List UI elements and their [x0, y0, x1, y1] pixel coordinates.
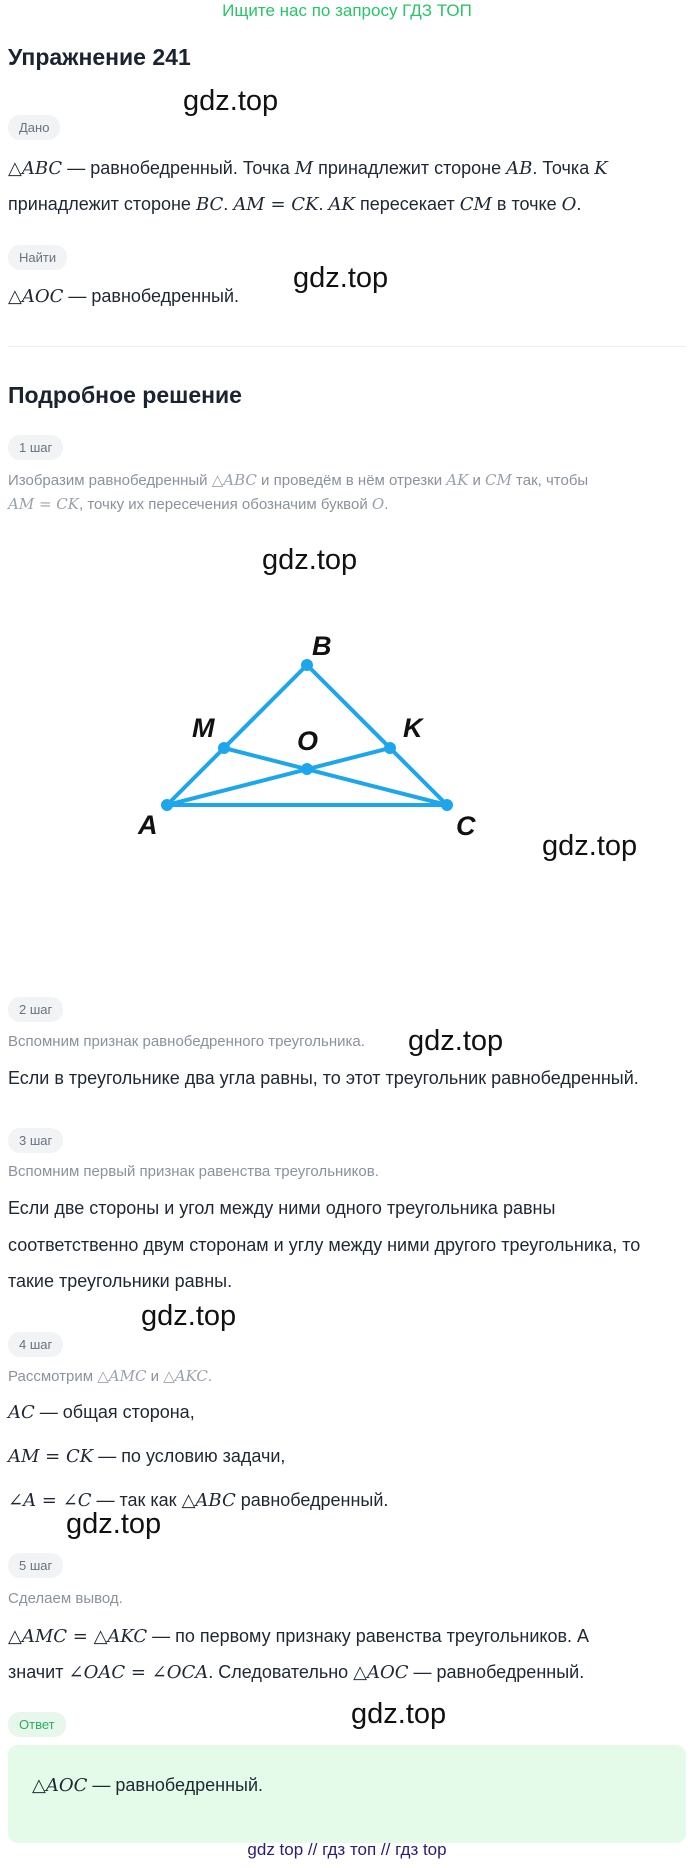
step5-tag: 5 шаг	[8, 1553, 64, 1578]
step4-line-1: AC — общая сторона,	[8, 1402, 195, 1423]
point-a	[161, 799, 173, 811]
point-m	[218, 742, 230, 754]
watermark: gdz.top	[408, 1025, 504, 1057]
step5-line-2: значит ∠OAC = ∠OCA. Следовательно △AOC —…	[8, 1662, 585, 1683]
point-c	[441, 799, 453, 811]
step2-tag: 2 шаг	[8, 997, 64, 1022]
step4-line-3: ∠A = ∠C — так как △ABC равнобедренный.	[8, 1490, 389, 1511]
exercise-title: Упражнение 241	[8, 44, 191, 70]
step2-intro: Вспомним признак равнобедренного треугол…	[8, 1033, 365, 1050]
watermark: gdz.top	[66, 1508, 162, 1540]
label-c: C	[456, 811, 476, 841]
triangle-figure: A B C M K O	[137, 631, 476, 841]
point-b	[301, 659, 313, 671]
step3-tag: 3 шаг	[8, 1128, 64, 1153]
side-bc	[305, 663, 449, 807]
step3-line-3: такие треугольники равны.	[8, 1271, 233, 1291]
watermark: gdz.top	[262, 544, 358, 576]
given-line-2: принадлежит стороне BC. AM = CK. AK пере…	[8, 194, 582, 215]
find-tag: Найти	[8, 245, 68, 270]
step3-line-1: Если две стороны и угол между ними одног…	[8, 1198, 556, 1218]
label-o: O	[297, 726, 318, 756]
step2-text: Если в треугольнике два угла равны, то э…	[8, 1068, 639, 1088]
answer-text: △AOC — равнобедренный.	[32, 1775, 264, 1796]
answer-tag: Ответ	[8, 1712, 66, 1737]
find-text: △AOC — равнобедренный.	[8, 286, 240, 307]
step5-intro: Сделаем вывод.	[8, 1590, 123, 1607]
given-tag: Дано	[8, 115, 61, 140]
side-ab	[165, 663, 309, 807]
step5-line-1: △AMC = △AKC — по первому признаку равенс…	[8, 1626, 590, 1647]
step1-tag: 1 шаг	[8, 435, 64, 460]
step3-intro: Вспомним первый признак равенства треуго…	[8, 1163, 379, 1180]
point-k	[384, 742, 396, 754]
watermark: gdz.top	[293, 262, 389, 294]
answer-box	[8, 1745, 686, 1843]
footer-links[interactable]: gdz top // гдз топ // гдз top	[247, 1840, 447, 1859]
given-line-1: △ABC — равнобедренный. Точка M принадлеж…	[8, 158, 608, 179]
watermark: gdz.top	[141, 1300, 237, 1332]
step1-line-1: Изобразим равнобедренный △ABC и проведём…	[8, 471, 589, 489]
point-o	[301, 763, 313, 775]
search-banner[interactable]: Ищите нас по запросу ГДЗ ТОП	[222, 1, 472, 20]
watermark: gdz.top	[351, 1698, 447, 1730]
label-b: B	[312, 631, 332, 661]
step1-line-2: AM = CK, точку их пересечения обозначим …	[8, 495, 389, 513]
label-m: M	[192, 713, 215, 743]
label-k: K	[403, 713, 425, 743]
segment-cm	[222, 746, 449, 807]
step4-line-2: AM = CK — по условию задачи,	[8, 1446, 286, 1467]
step4-intro: Рассмотрим △AMC и △AKC.	[8, 1367, 213, 1385]
segment-ak	[165, 746, 392, 807]
label-a: A	[137, 810, 158, 840]
watermark: gdz.top	[542, 830, 638, 862]
solution-title: Подробное решение	[8, 382, 242, 408]
watermark: gdz.top	[183, 85, 279, 117]
step4-tag: 4 шаг	[8, 1332, 64, 1357]
divider	[8, 346, 686, 347]
step3-line-2: соответственно двум сторонам и углу межд…	[8, 1235, 641, 1255]
